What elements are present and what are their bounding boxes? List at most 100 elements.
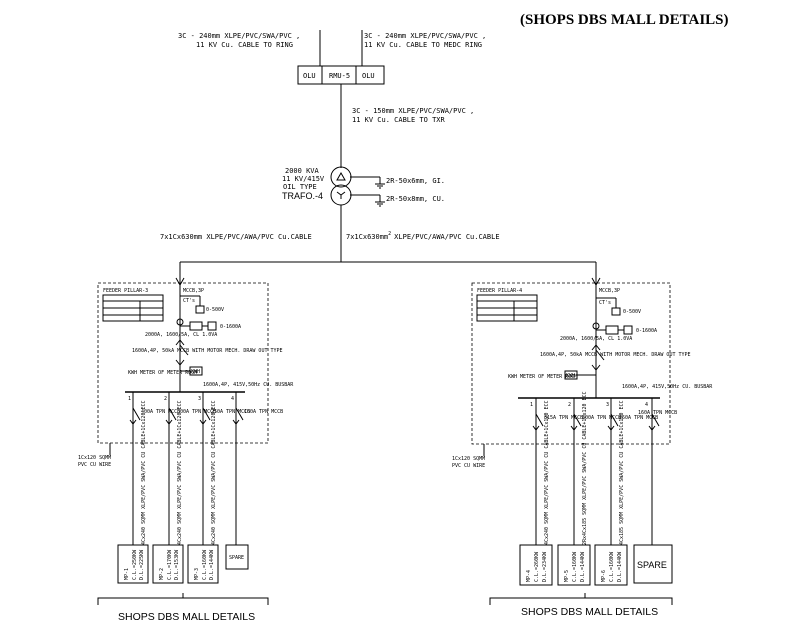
feeder-4: 4 160A TPN MCCB SPARE [225, 392, 283, 570]
feeder-mccb-label: 250A TPN MCCB [619, 415, 658, 421]
db-box [519, 544, 553, 586]
ct-label: CT's [183, 298, 195, 304]
svg-text:D.L.=225KW: D.L.=225KW [139, 549, 145, 580]
svg-text:D.L.=144KW: D.L.=144KW [617, 551, 623, 582]
lv-cable-left-label: 7x1Cx630mm XLPE/PVC/AWA/PVC Cu.CABLE [160, 233, 312, 241]
transformer-voltage: 11 KV/415V [282, 175, 325, 183]
kwh-box-label: KWH [566, 373, 575, 379]
feeder-cable-label: 2Rx4Cx185 SQMM XLPE/PVC SWA/PVC CU CABLE… [582, 391, 588, 545]
feeder-cable-label: 4Cx240 SQMM XLPE/PVC SWA/PVC CU CABLE+1C… [544, 401, 550, 546]
spare-box [225, 544, 249, 570]
txr-cable-label-1: 3C - 150mm XLPE/PVC/SWA/PVC , [352, 107, 474, 115]
o-l-relay-icon [189, 321, 203, 331]
voltmeter-icon [611, 307, 621, 316]
pillar-title: FEEDER PILLAR-3 [103, 288, 148, 294]
svg-text:MP-4: MP-4 [526, 570, 532, 582]
earth-gi-label: 2R-50x6mm, GI. [386, 177, 445, 185]
svg-text:MP-6: MP-6 [601, 570, 607, 582]
svg-text:1: 1 [530, 402, 533, 408]
feeder-3: 3 250A TPN MCCB 4Cx185 SQMM XLPE/PVC SWA… [594, 398, 658, 586]
transformer-rating: 2000 KVA [285, 167, 320, 175]
busbar-label: 1600A,4P, 415V,50Hz CU. BUSBAR [622, 384, 713, 390]
rmu-label: RMU-5 [329, 72, 350, 80]
db-box [594, 544, 628, 586]
feeder-mccb-label: 315A TPN MCCB [544, 415, 583, 421]
earth-wire-label-1: 1Cx120 SQMM [452, 456, 485, 462]
caption-left: SHOPS DBS MALL DETAILS [118, 611, 255, 623]
feeder-cable-label: 4Cx240 SQMM XLPE/PVC SWA/PVC CU CABLE+1C… [141, 401, 147, 546]
ct-symbol-icon [592, 322, 600, 330]
ammeter-icon [623, 325, 633, 335]
feeder-mccb-label: 400A TPN MCCB [141, 409, 180, 415]
diagram-title: (SHOPS DBS MALL DETAILS) [520, 12, 729, 28]
ring-cable-left-label-1: 3C - 240mm XLPE/PVC/SWA/PVC , [178, 32, 300, 40]
svg-text:2: 2 [164, 396, 167, 402]
pillar-title: FEEDER PILLAR-4 [477, 288, 522, 294]
ring-cable-left-label-2: 11 KV Cu. CABLE TO RING [196, 41, 293, 49]
feeder-mccb-label: 160A TPN MCCB [244, 409, 283, 415]
voltmeter-range: 0-500V [206, 307, 224, 313]
feeder-mccb-label: 250A TPN MCCB [211, 409, 250, 415]
ring-cable-right-label-2: 11 KV Cu. CABLE TO MEDC RING [364, 41, 482, 49]
feeder-2: 2 300A TPN MCCB 2Rx4Cx185 SQMM XLPE/PVC … [557, 391, 621, 586]
svg-text:C.L.=260KW: C.L.=260KW [534, 551, 540, 582]
caption-right: SHOPS DBS MALL DETAILS [521, 606, 658, 618]
incomer-breaker-label: 2000A, 1600/5A, CL 1.0VA [145, 332, 217, 338]
svg-text:1: 1 [128, 396, 131, 402]
earth-wire-label-1: 1Cx120 SQMM [78, 455, 111, 461]
ammeter-range: 0-1600A [636, 328, 657, 334]
svg-text:D.L.=144KW: D.L.=144KW [580, 551, 586, 582]
earth-wire-label-2: PVC CU WIRE [452, 463, 485, 469]
kwh-label: KWH METER OF METER ROOM [128, 370, 197, 376]
db-box [557, 544, 591, 586]
txr-cable-label-2: 11 KV Cu. CABLE TO TXR [352, 116, 446, 124]
o-l-relay-icon [605, 325, 619, 335]
svg-text:D.L.=153KW: D.L.=153KW [174, 549, 180, 580]
acb-symbol [175, 339, 189, 368]
svg-text:MP-3: MP-3 [194, 568, 200, 580]
incomer-breaker-label: 2000A, 1600/5A, CL 1.0VA [560, 336, 632, 342]
voltmeter-icon [195, 305, 205, 314]
feeder-mccb-label: 300A TPN MCCB [582, 415, 621, 421]
earth-cu-label: 2R-50x8mm, CU. [386, 195, 445, 203]
svg-text:3: 3 [606, 402, 609, 408]
kwh-label: KWH METER OF METER ROOM [508, 374, 577, 380]
spare-box [633, 544, 673, 584]
kwh-box-label: KWH [191, 369, 200, 375]
feeder-mccb-label: 300A TPN MCCB [177, 409, 216, 415]
feeder-3: 3 250A TPN MCCB 4Cx240 SQMM XLPE/PVC SWA… [187, 392, 250, 584]
feeder-cable-label: 4Cx185 SQMM XLPE/PVC SWA/PVC CU CABLE+1C… [619, 401, 625, 546]
svg-text:C.L.=250KW: C.L.=250KW [132, 549, 138, 580]
transformer-symbol [330, 166, 352, 206]
ammeter-range: 0-1600A [220, 324, 241, 330]
svg-text:C.L.=160KW: C.L.=160KW [202, 549, 208, 580]
acb-label: 1600A,4P, 50kA MCCB WITH MOTOR MECH. DRA… [132, 348, 283, 354]
acb-symbol [591, 344, 605, 373]
svg-text:4: 4 [645, 402, 648, 408]
db-box [117, 544, 149, 584]
transformer-name: TRAFO.-4 [282, 191, 323, 201]
feeder-mccb-label: 160A TPN MCCB [638, 410, 677, 416]
earth-symbol-cu [350, 194, 385, 207]
svg-text:C.L.=160KW: C.L.=160KW [572, 551, 578, 582]
svg-text:D.L.=234KW: D.L.=234KW [542, 551, 548, 582]
ct-symbol-icon [176, 318, 184, 326]
feeder-pillar-4: FEEDER PILLAR-4 MCCB,3P 0-500V CT's 0-16… [471, 282, 713, 445]
svg-text:C.L.=160KW: C.L.=160KW [609, 551, 615, 582]
db-box [187, 544, 219, 584]
svg-text:3: 3 [198, 396, 201, 402]
feeder-1: 1 315A TPN MCCB 4Cx240 SQMM XLPE/PVC SWA… [519, 398, 583, 586]
pillar-mccb-label: MCCB,3P [599, 288, 620, 294]
svg-text:D.L.=144KW: D.L.=144KW [209, 549, 215, 580]
earth-symbol-gi [350, 176, 385, 189]
pillar-3-feeders: 1 400A TPN MCCB 4Cx240 SQMM XLPE/PVC SWA… [117, 392, 283, 584]
feeder-2: 2 300A TPN MCCB 4Cx240 SQMM XLPE/PVC SWA… [152, 392, 216, 584]
svg-text:C.L.=170KW: C.L.=170KW [167, 549, 173, 580]
svg-text:2: 2 [568, 402, 571, 408]
feeder-1: 1 400A TPN MCCB 4Cx240 SQMM XLPE/PVC SWA… [117, 392, 180, 584]
svg-text:MP-1: MP-1 [124, 568, 130, 580]
acb-label: 1600A,4P, 50kA MCCB WITH MOTOR MECH. DRA… [540, 352, 691, 358]
svg-text:SPARE: SPARE [229, 555, 244, 561]
svg-text:4: 4 [231, 396, 234, 402]
